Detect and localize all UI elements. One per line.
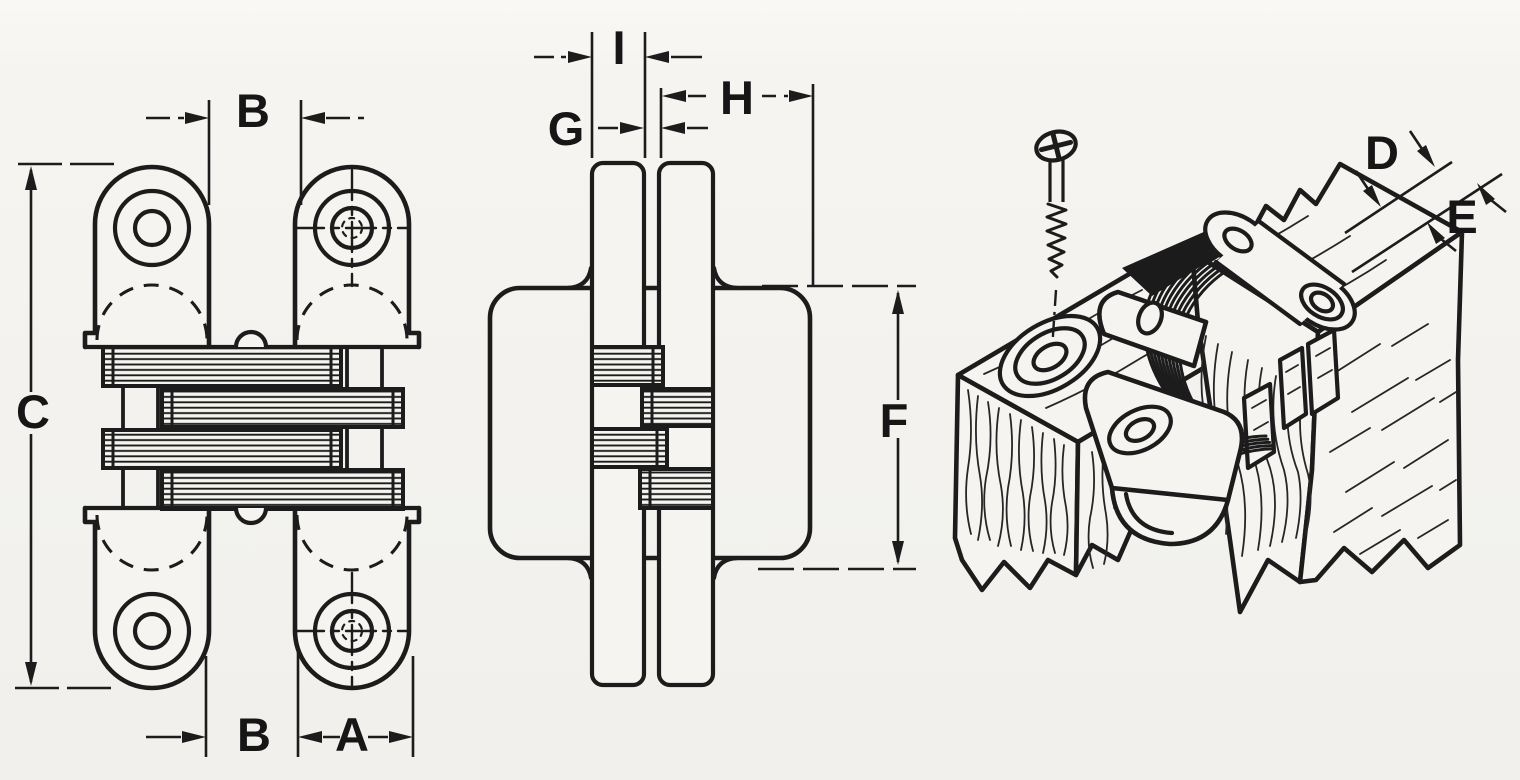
dim-label-c: C (16, 385, 50, 438)
right-leaf (1203, 210, 1357, 332)
dimension-f: F (758, 284, 916, 571)
wood-grain-gap (1200, 335, 1312, 557)
panel-left (589, 160, 647, 688)
front-lobe-top-left (82, 164, 212, 350)
dim-label-h: H (720, 71, 754, 124)
dim-label-d: D (1365, 126, 1399, 179)
wood-grain-right-face (1329, 323, 1457, 555)
front-lobe-bottom-left (82, 505, 212, 691)
dimension-d-e: D E (1344, 126, 1507, 274)
front-lobe-top-right (292, 164, 422, 350)
knuckle-links (121, 347, 384, 508)
edge-knuckles (590, 345, 715, 510)
dimension-i: I (534, 21, 702, 158)
hinge-centre-bracket (1082, 289, 1245, 547)
front-view: C B B A (15, 84, 422, 761)
dim-label-f: F (880, 394, 909, 447)
front-bushing-bottom-left (112, 591, 192, 671)
hinge-body-outline (487, 285, 813, 561)
dim-label-b-bottom: B (237, 708, 271, 761)
band-end-caps (111, 349, 395, 506)
dimension-h: H (662, 71, 815, 286)
dim-label-a: A (335, 708, 369, 761)
installed-view: D E (952, 126, 1507, 615)
dimension-b-top: B (146, 84, 364, 205)
dim-label-b-top: B (236, 84, 270, 137)
front-screwhole-bottom-right (292, 571, 412, 691)
dimension-c: C (15, 162, 122, 690)
left-leaf-screw-hole (997, 313, 1103, 399)
dim-label-i: I (612, 21, 625, 74)
front-bushing-top-left (112, 188, 192, 268)
dim-label-g: G (548, 102, 585, 155)
front-screwhole-top-right (292, 168, 412, 288)
edge-view: I G H F (487, 21, 916, 688)
screw-icon (1034, 129, 1078, 351)
dimension-g: G (548, 88, 708, 158)
front-knuckle-bands (101, 345, 405, 511)
dim-label-e: E (1446, 190, 1477, 243)
front-lobe-bottom-right (292, 505, 422, 691)
screw-centerline (1050, 289, 1058, 351)
body-fillets (565, 265, 740, 581)
dimension-b-a-bottom: B A (146, 650, 415, 761)
